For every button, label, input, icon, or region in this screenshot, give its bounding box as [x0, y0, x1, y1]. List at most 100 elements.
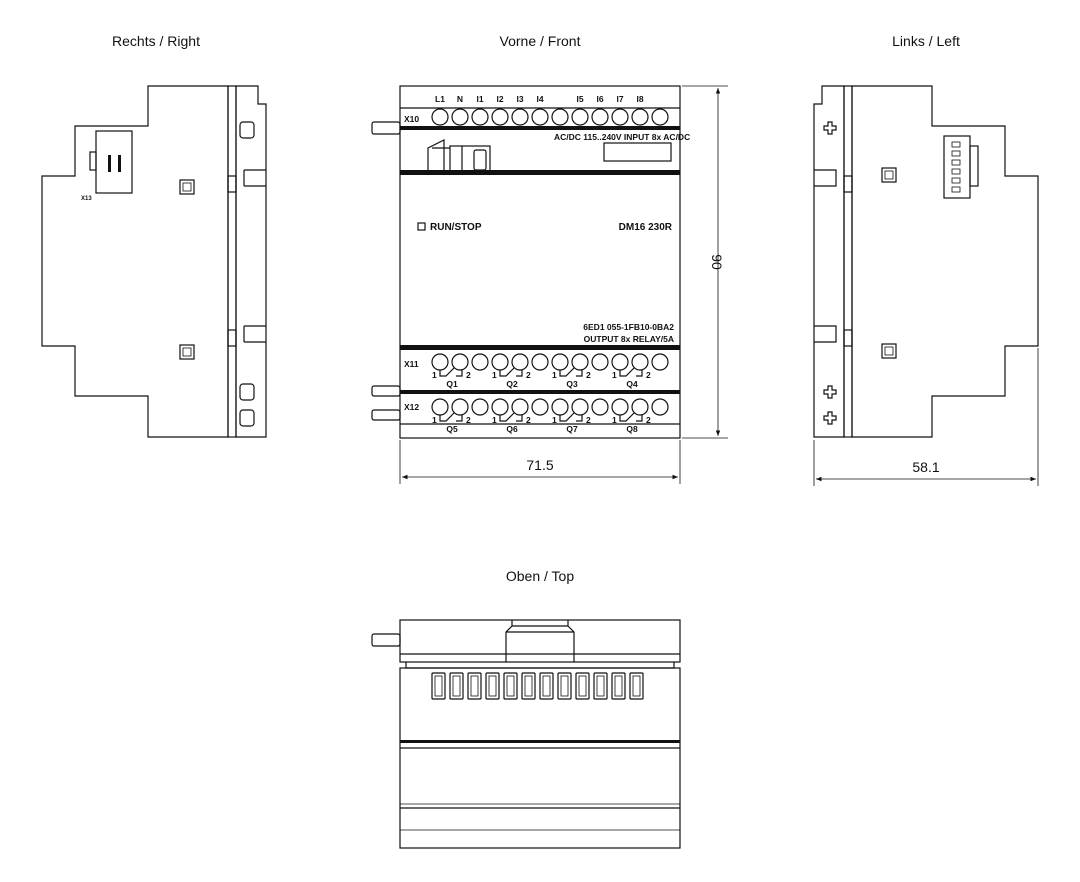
terminal-slot-inner: [488, 675, 497, 697]
terminal-screw: [491, 353, 509, 371]
output-label: Q5: [446, 424, 458, 434]
terminal-screw: [431, 353, 449, 371]
terminal-slot-inner: [578, 675, 587, 697]
relay-contact-symbol: [439, 367, 463, 377]
output-label: Q7: [566, 424, 578, 434]
terminal-slot: [593, 672, 608, 700]
terminal-screw: [431, 398, 449, 416]
terminal-screw: [511, 398, 529, 416]
terminal-screw: [451, 398, 469, 416]
relay-pin-label: 2: [646, 415, 651, 425]
connector-pin: [951, 141, 961, 148]
front-x10-label: X10: [404, 114, 419, 124]
terminal-slot: [431, 672, 446, 700]
terminal-screw: [551, 353, 569, 371]
terminal-screw: [431, 108, 449, 126]
top-terminal-label: I5: [576, 94, 583, 104]
relay-contact-symbol: [559, 412, 583, 422]
terminal-slot: [629, 672, 644, 700]
relay-contact-symbol: [619, 367, 643, 377]
terminal-slot: [539, 672, 554, 700]
view-title-right: Rechts / Right: [112, 33, 200, 49]
relay-pin-label: 1: [612, 415, 617, 425]
terminal-slot-inner: [632, 675, 641, 697]
relay-pin-label: 1: [552, 415, 557, 425]
top-terminal-label: N: [457, 94, 463, 104]
terminal-screw: [651, 353, 669, 371]
terminal-screw: [551, 108, 569, 126]
terminal-screw: [631, 398, 649, 416]
model-label: DM16 230R: [619, 222, 673, 233]
terminal-screw: [451, 353, 469, 371]
front-x12-label: X12: [404, 402, 419, 412]
left-mounting-marks: [823, 121, 837, 425]
terminal-screw: [651, 108, 669, 126]
terminal-screw: [531, 108, 549, 126]
terminal-screw: [511, 353, 529, 371]
terminal-slot: [611, 672, 626, 700]
relay-pin-label: 2: [586, 415, 591, 425]
terminal-screw: [571, 108, 589, 126]
top-terminal-slots: [431, 672, 644, 700]
terminal-slot-inner: [452, 675, 461, 697]
relay-pin-label: 2: [466, 370, 471, 380]
view-title-left: Links / Left: [892, 33, 960, 49]
connector-pin: [951, 159, 961, 166]
relay-pin-label: 2: [646, 370, 651, 380]
terminal-screw: [591, 353, 609, 371]
terminal-screw: [511, 108, 529, 126]
relay-contact-symbol: [619, 412, 643, 422]
terminal-slot: [575, 672, 590, 700]
relay-pin-label: 2: [526, 370, 531, 380]
connector-pin: [951, 168, 961, 175]
front-x11-label: X11: [404, 359, 419, 369]
relay-contact-symbol: [499, 367, 523, 377]
terminal-slot-inner: [506, 675, 515, 697]
terminal-screw: [531, 353, 549, 371]
output-label: Q1: [446, 379, 458, 389]
top-terminal-label: I1: [476, 94, 483, 104]
terminal-screw: [591, 108, 609, 126]
mounting-cross-mark: [823, 411, 837, 425]
output-label: Q3: [566, 379, 578, 389]
terminal-screw: [551, 398, 569, 416]
terminal-screw: [471, 398, 489, 416]
top-terminal-label: I4: [536, 94, 543, 104]
terminal-slot-inner: [470, 675, 479, 697]
terminal-slot: [521, 672, 536, 700]
terminal-slot-inner: [596, 675, 605, 697]
order-number-label: 6ED1 055-1FB10-0BA2: [583, 322, 674, 332]
mounting-cross-mark: [823, 121, 837, 135]
view-title-top: Oben / Top: [506, 568, 574, 584]
connector-pin: [951, 186, 961, 193]
top-terminal-label: I3: [516, 94, 523, 104]
relay-pin-label: 2: [586, 370, 591, 380]
terminal-slot: [557, 672, 572, 700]
top-terminal-label: L1: [435, 94, 445, 104]
terminal-screw: [531, 398, 549, 416]
connector-pin: [951, 177, 961, 184]
left-side-view: [813, 85, 1039, 438]
terminal-slot-inner: [542, 675, 551, 697]
top-view: [371, 619, 681, 849]
relay-pin-label: 1: [612, 370, 617, 380]
terminal-screw: [471, 108, 489, 126]
front-dimensions: 90 71.5: [399, 85, 728, 484]
relay-pin-label: 1: [492, 415, 497, 425]
terminal-slot-inner: [560, 675, 569, 697]
terminal-screw: [451, 108, 469, 126]
terminal-slot: [449, 672, 464, 700]
terminal-screw: [631, 108, 649, 126]
relay-pin-label: 1: [432, 415, 437, 425]
depth-dimension: 58.1: [912, 459, 939, 475]
left-dimension: 58.1: [813, 348, 1039, 486]
relay-pin-label: 1: [432, 370, 437, 380]
top-terminal-label: I2: [496, 94, 503, 104]
right-connector-label: X13: [81, 196, 92, 202]
terminal-screw: [611, 398, 629, 416]
connector-pin: [951, 150, 961, 157]
